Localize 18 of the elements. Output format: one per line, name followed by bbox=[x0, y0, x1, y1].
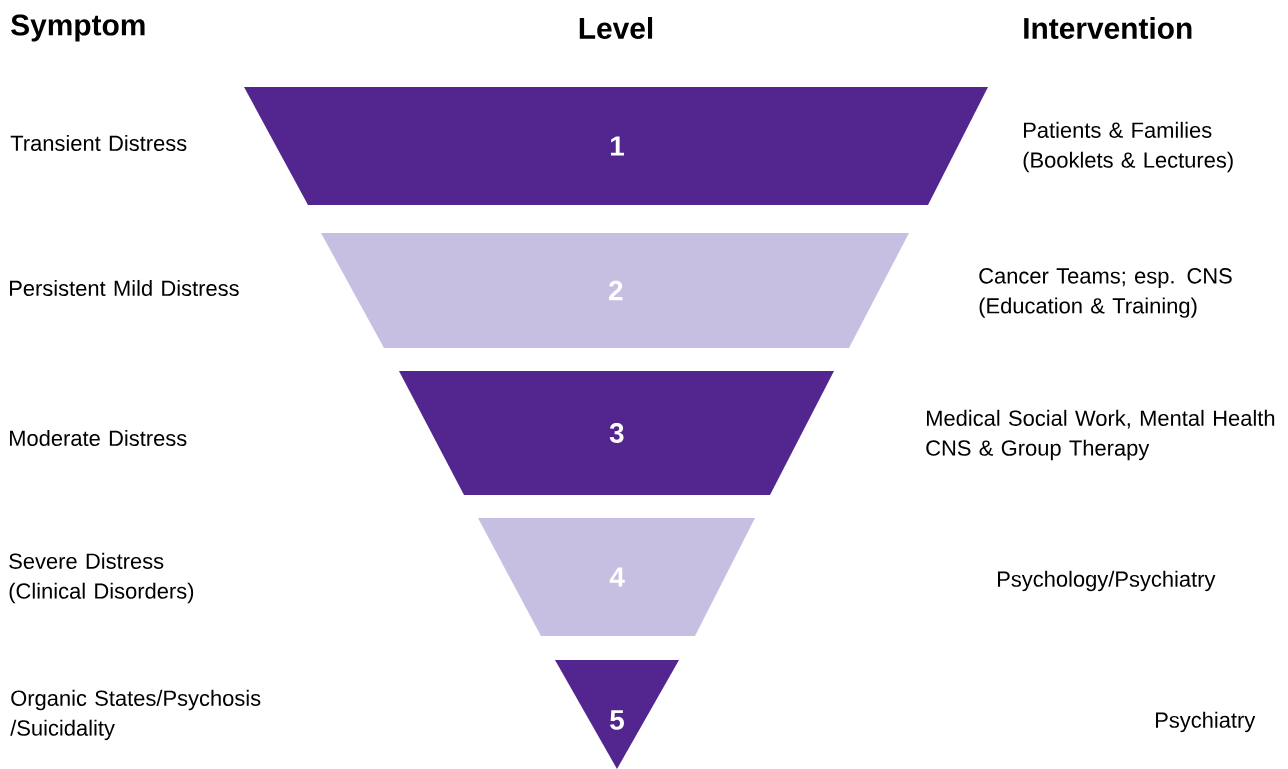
intervention-label: Cancer Teams; esp. CNS (Education & Training) bbox=[979, 268, 1232, 318]
column-heading: Intervention bbox=[1024, 17, 1192, 39]
symptom-label: Organic States/Psychosis /Suicidality bbox=[10, 689, 261, 741]
level-trapezoid: 5 bbox=[555, 660, 679, 769]
symptom-label: Moderate Distress bbox=[10, 429, 187, 447]
level-trapezoid: 1 bbox=[244, 87, 988, 205]
level-trapezoid: 4 bbox=[478, 518, 755, 636]
symptom-label: Transient Distress bbox=[10, 134, 187, 152]
intervention-label: Medical Social Work, Mental Health CNS & Group Therapy bbox=[926, 409, 1275, 461]
symptom-label: Persistent Mild Distress bbox=[10, 279, 239, 297]
level-trapezoid: 3 bbox=[399, 371, 834, 495]
intervention-label: Psychology/Psychiatry bbox=[998, 570, 1216, 592]
intervention-label: Patients & Families (Booklets & Lectures) bbox=[1023, 121, 1233, 173]
column-heading: Level bbox=[579, 17, 653, 39]
symptom-label: Severe Distress (Clinical Disorders) bbox=[9, 552, 194, 604]
column-heading: Symptom bbox=[11, 14, 145, 42]
level-trapezoid: 2 bbox=[321, 233, 909, 348]
intervention-label: Psychiatry bbox=[1156, 711, 1256, 733]
